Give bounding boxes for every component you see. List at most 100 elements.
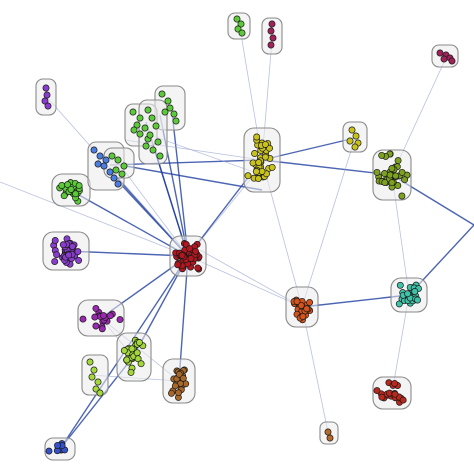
graph-node	[96, 389, 104, 397]
graph-node	[94, 160, 102, 168]
edge	[187, 255, 303, 308]
graph-node	[174, 261, 182, 269]
graph-node	[114, 180, 122, 188]
graph-node	[268, 20, 276, 28]
graph-node	[401, 176, 409, 184]
graph-node	[154, 138, 162, 146]
graph-node	[141, 124, 149, 132]
graph-node	[86, 358, 94, 366]
node-layer	[41, 15, 456, 455]
graph-node	[65, 251, 73, 259]
graph-node	[268, 163, 276, 171]
graph-node	[133, 121, 141, 129]
graph-node	[130, 126, 138, 134]
graph-node	[110, 174, 118, 182]
edge	[301, 137, 356, 308]
graph-node	[348, 126, 356, 134]
graph-node	[120, 162, 128, 170]
graph-node	[108, 152, 116, 160]
graph-node	[69, 243, 76, 250]
graph-node	[171, 382, 179, 390]
graph-node	[234, 25, 242, 33]
graph-node	[297, 301, 305, 309]
graph-node	[269, 34, 277, 42]
graph-node	[74, 248, 82, 256]
graph-node	[192, 247, 199, 255]
graph-node	[148, 114, 156, 122]
graph-node	[98, 325, 106, 333]
graph-node	[253, 133, 261, 141]
graph-node	[186, 245, 194, 253]
graph-node	[146, 131, 154, 139]
graph-node	[249, 159, 257, 167]
graph-node	[42, 84, 50, 92]
graph-node	[394, 157, 402, 165]
graph-node	[252, 168, 260, 175]
graph-node	[114, 156, 122, 164]
graph-node	[90, 366, 98, 374]
graph-node	[414, 296, 421, 304]
graph-node	[391, 379, 399, 387]
edge	[149, 134, 263, 176]
graph-node	[386, 171, 394, 179]
graph-node	[324, 428, 332, 436]
graph-node	[88, 373, 96, 381]
graph-node	[237, 20, 245, 28]
graph-node	[58, 182, 66, 189]
graph-node	[129, 108, 137, 116]
graph-node	[92, 385, 100, 393]
graph-node	[64, 181, 72, 189]
graph-node	[106, 312, 114, 320]
graph-node	[91, 313, 99, 321]
graph-node	[381, 179, 389, 186]
graph-node	[306, 298, 314, 306]
graph-node	[123, 356, 131, 364]
graph-node	[187, 255, 195, 262]
graph-node	[127, 368, 135, 376]
graph-node	[351, 143, 359, 151]
graph-node	[137, 360, 145, 368]
graph-node	[398, 192, 406, 200]
graph-node	[92, 304, 100, 312]
graph-node	[134, 355, 142, 363]
edge	[69, 189, 189, 257]
graph-node	[67, 185, 75, 193]
graph-node	[388, 165, 396, 172]
graph-node	[303, 305, 311, 313]
graph-node	[378, 151, 386, 159]
graph-node	[391, 390, 399, 398]
graph-node	[194, 264, 202, 272]
graph-node	[94, 378, 102, 386]
graph-node	[45, 447, 53, 455]
graph-node	[72, 190, 80, 198]
graph-node	[244, 172, 252, 180]
graph-node	[440, 55, 448, 63]
graph-node	[158, 90, 166, 98]
graph-node	[392, 172, 400, 180]
graph-node	[178, 251, 186, 259]
graph-node	[75, 182, 83, 190]
graph-node	[399, 396, 407, 404]
graph-node	[120, 347, 128, 355]
graph-node	[251, 150, 259, 157]
graph-node	[136, 130, 144, 138]
graph-node	[116, 316, 124, 324]
graph-node	[142, 142, 150, 150]
graph-node	[53, 251, 61, 259]
graph-node	[112, 166, 120, 174]
graph-node	[161, 108, 169, 116]
graph-node	[411, 288, 419, 295]
graph-node	[168, 389, 175, 397]
edge	[171, 111, 189, 257]
graph-node	[135, 339, 143, 346]
graph-node	[43, 91, 51, 99]
graph-node	[267, 27, 275, 35]
graph-node	[255, 159, 263, 166]
graph-node	[152, 122, 160, 130]
graph-node	[175, 389, 182, 397]
graph-node	[96, 152, 104, 160]
edge	[109, 159, 263, 166]
graph-node	[100, 162, 108, 170]
graph-node	[102, 156, 110, 164]
graph-node	[100, 312, 107, 320]
